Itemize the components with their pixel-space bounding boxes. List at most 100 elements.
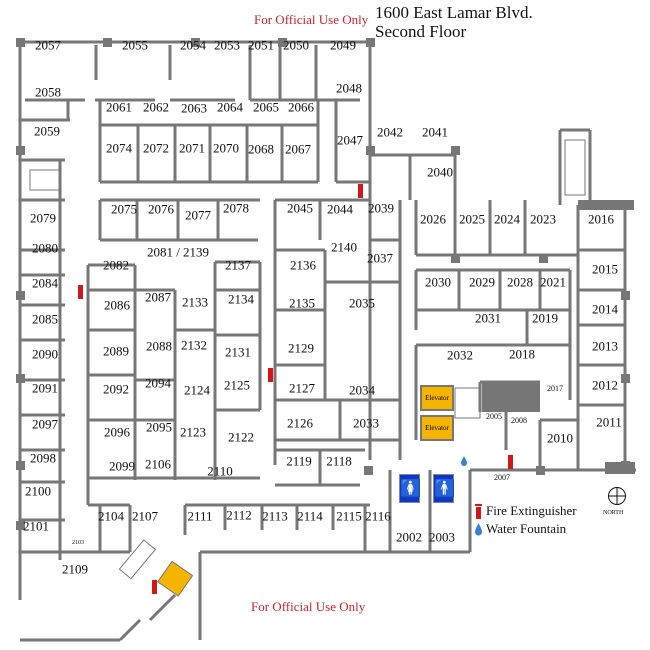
room-label-2094: 2094	[145, 375, 171, 391]
room-label-2137: 2137	[225, 257, 251, 273]
room-label-2114: 2114	[297, 508, 323, 524]
room-label-2047: 2047	[337, 132, 363, 148]
wall-block	[605, 462, 635, 474]
room-label-2011: 2011	[596, 414, 622, 430]
room-label-2071: 2071	[179, 140, 205, 156]
room-label-2092: 2092	[103, 381, 129, 397]
room-label-2079: 2079	[30, 210, 56, 226]
room-label-2033: 2033	[353, 415, 379, 431]
room-label-2115: 2115	[336, 508, 362, 524]
room-label-2078: 2078	[223, 200, 249, 216]
room-label-2135: 2135	[289, 295, 315, 311]
fire-extinguisher-icon	[152, 580, 157, 594]
room-label-2050: 2050	[283, 37, 309, 53]
room-label-2134: 2134	[228, 291, 254, 307]
room-label-2014: 2014	[592, 301, 618, 317]
room-label-2040: 2040	[427, 164, 453, 180]
room-label-2041: 2041	[422, 124, 448, 140]
room-label-2054: 2054	[180, 37, 206, 53]
room-label-2106: 2106	[145, 456, 171, 472]
room-label-2015: 2015	[592, 261, 618, 277]
address-label: 1600 East Lamar Blvd.	[375, 3, 533, 22]
room-label-2127: 2127	[289, 380, 315, 396]
column	[621, 291, 630, 300]
room-label-2103: 2103	[72, 540, 84, 546]
room-label-2023: 2023	[530, 211, 556, 227]
room-label-2072: 2072	[143, 140, 169, 156]
wall	[118, 618, 142, 642]
room-label-2119: 2119	[286, 453, 312, 469]
legend-fire-extinguisher: Fire Extinguisher	[474, 503, 577, 519]
room-label-2081-2139: 2081 / 2139	[146, 244, 210, 260]
room-label-2086: 2086	[104, 297, 130, 313]
room-label-2088: 2088	[146, 338, 172, 354]
room-label-2037: 2037	[367, 250, 393, 266]
room-label-2068: 2068	[248, 141, 274, 157]
room-label-2122: 2122	[228, 429, 254, 445]
room-label-2034: 2034	[349, 382, 375, 398]
room-label-2113: 2113	[262, 508, 288, 524]
room-label-2007: 2007	[494, 473, 510, 482]
room-label-2126: 2126	[287, 415, 313, 431]
room-label-2087: 2087	[145, 289, 171, 305]
room-label-2017: 2017	[547, 384, 563, 393]
room-label-2005: 2005	[486, 412, 502, 421]
legend-fire-extinguisher-label: Fire Extinguisher	[486, 503, 577, 518]
elevator-1: Elevator	[420, 385, 454, 411]
room-label-2002: 2002	[396, 529, 422, 545]
room-label-2065: 2065	[253, 99, 279, 115]
room-label-2080: 2080	[32, 240, 58, 256]
room-label-2018: 2018	[509, 346, 535, 362]
womens-restroom-icon: 🚺	[399, 474, 421, 503]
room-label-2066: 2066	[288, 99, 314, 115]
room-label-2111: 2111	[187, 508, 213, 524]
room-label-2124: 2124	[184, 382, 210, 398]
room-label-2123: 2123	[180, 424, 206, 440]
room-label-2098: 2098	[30, 450, 56, 466]
room-label-2131: 2131	[225, 344, 251, 360]
room-label-2030: 2030	[425, 274, 451, 290]
room-label-2116: 2116	[365, 508, 391, 524]
room-label-2095: 2095	[146, 419, 172, 435]
room-label-2035: 2035	[349, 295, 375, 311]
fire-extinguisher-icon	[508, 455, 513, 469]
stairs-icon	[454, 387, 481, 419]
room-label-2013: 2013	[592, 338, 618, 354]
room-label-2112: 2112	[226, 507, 252, 523]
freight-elevator	[157, 560, 194, 597]
legend-water-fountain-label: Water Fountain	[486, 521, 567, 536]
room-label-2061: 2061	[106, 99, 132, 115]
room-label-2104: 2104	[98, 508, 124, 524]
room-label-2089: 2089	[103, 343, 129, 359]
room-label-2028: 2028	[507, 274, 533, 290]
column	[278, 38, 287, 47]
room-label-2097: 2097	[32, 416, 58, 432]
room-label-2010: 2010	[547, 430, 573, 446]
room-label-2055: 2055	[122, 37, 148, 53]
column	[16, 38, 25, 47]
room-label-2070: 2070	[213, 140, 239, 156]
room-label-2045: 2045	[287, 200, 313, 216]
room-label-2074: 2074	[106, 140, 132, 156]
room-label-2029: 2029	[469, 274, 495, 290]
stairs-icon	[564, 139, 586, 196]
column	[16, 521, 25, 530]
official-use-notice-top: For Official Use Only	[254, 12, 369, 27]
fire-extinguisher-icon	[475, 504, 482, 519]
room-label-2133: 2133	[182, 294, 208, 310]
room-label-2039: 2039	[368, 200, 394, 216]
room-label-2064: 2064	[217, 99, 243, 115]
column	[621, 374, 630, 383]
room-label-2021: 2021	[540, 274, 566, 290]
room-label-2031: 2031	[475, 310, 501, 326]
column	[451, 254, 460, 263]
room-label-2100: 2100	[25, 483, 51, 499]
room-label-2075: 2075	[111, 201, 137, 217]
room-label-2129: 2129	[288, 340, 314, 356]
fire-extinguisher-icon	[268, 368, 273, 382]
column	[16, 374, 25, 383]
fire-extinguisher-icon	[78, 285, 83, 299]
wall-block	[578, 200, 634, 210]
